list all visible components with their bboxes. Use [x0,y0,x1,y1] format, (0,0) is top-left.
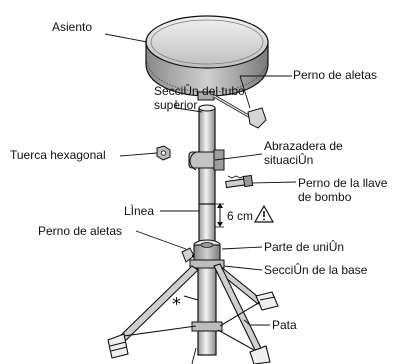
label-perno-llave-line2: de bombo [298,190,352,204]
hex-nut [156,145,171,161]
upper-tube [198,104,216,250]
label-seccion-base: SecciÛn de la base [264,263,368,277]
label-perno-aletas-bottom: Perno de aletas [38,224,123,238]
label-parte-union: Parte de uniÛn [264,240,345,254]
warning-triangle-icon [253,204,275,223]
label-abrazadera-line2: situaciÛn [264,153,314,167]
label-perno-llave-line1: Perno de la llave [298,176,388,190]
key-bolt [225,174,254,189]
label-seccion-tubo-line1: SecciÛn del tubo [154,84,245,98]
label-abrazadera-line1: Abrazadera de [264,139,343,153]
label-seccion-tubo-line2: superior [154,98,198,112]
wing-bolt-top [213,94,267,129]
label-perno-aletas-top: Perno de aletas [293,68,378,82]
label-pata: Pata [272,318,297,332]
leader-lines [104,33,297,364]
measurement-marker [215,203,224,228]
label-linea: LÌnea [124,204,155,218]
label-medida: 6 cm [227,209,254,223]
legs [107,263,279,364]
memory-clamp [188,149,225,171]
base-section [181,239,225,356]
label-tuerca-hexagonal: Tuerca hexagonal [10,148,106,162]
asterisk-marker: * [172,294,181,315]
label-asiento: Asiento [52,20,93,34]
